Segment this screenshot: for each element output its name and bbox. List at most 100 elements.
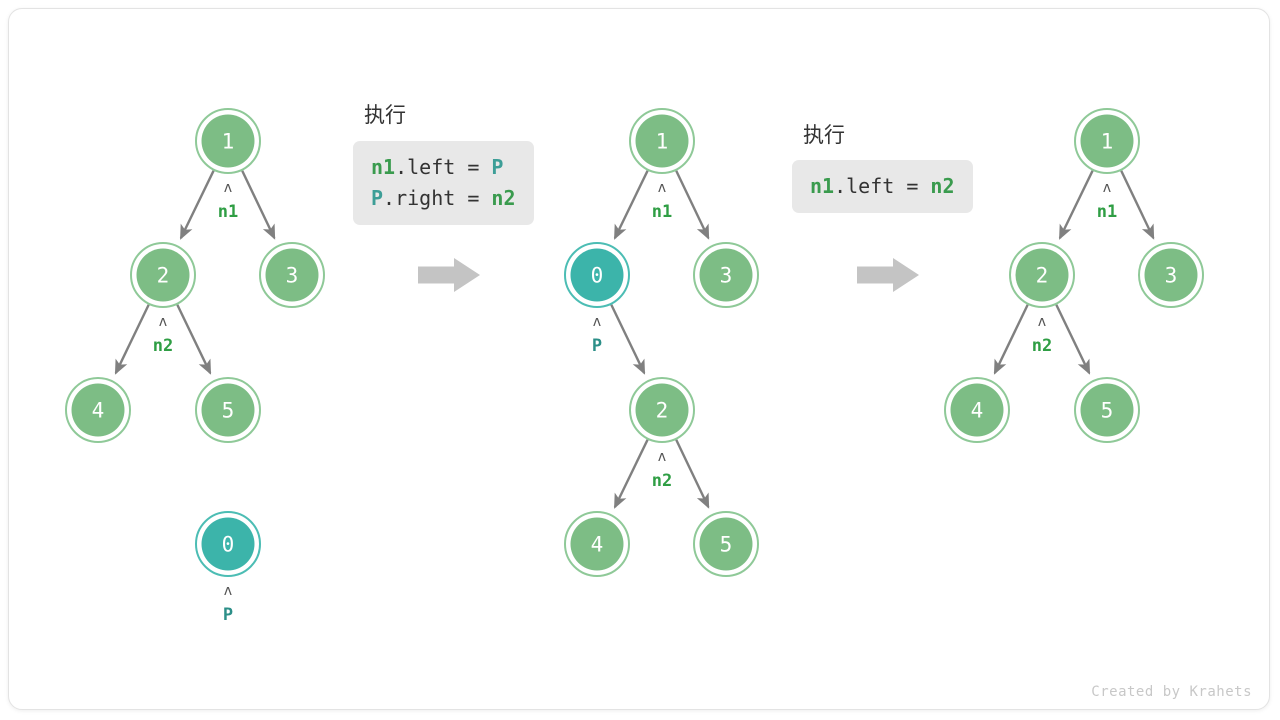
node-circle [1080,383,1134,437]
node-circle [201,517,255,571]
pointer-label-group: ʌn2 [652,449,672,491]
tree-edge [1058,170,1094,240]
node-value: 5 [222,399,235,423]
code-line: P.right = n2 [371,183,516,214]
node-circle [570,248,624,302]
code-token: .left = [834,174,931,198]
node-value: 3 [286,264,299,288]
node-value: 1 [1101,130,1114,154]
node-circle [201,383,255,437]
tree-edge [1120,170,1155,240]
node-outer-ring [564,511,630,577]
code-token: n1 [810,174,835,198]
tree-node: 0 [195,511,261,577]
tree-node: 4 [944,377,1010,443]
node-value: 3 [1165,264,1178,288]
code-token: P [491,155,504,179]
node-circle [635,114,689,168]
tree-node: 5 [693,511,759,577]
node-value: 0 [222,533,235,557]
node-circle [201,114,255,168]
pointer-label-group: ʌ n1 [1097,180,1117,222]
pointer-caret-icon: ʌ [224,180,232,196]
code-snippet: n1.left = n2 [792,160,973,213]
node-value: 3 [720,264,733,288]
node-value: 2 [1036,264,1049,288]
node-outer-ring [629,377,695,443]
tree-edge [613,439,649,509]
node-outer-ring [130,242,196,308]
tree-node: 5 [195,377,261,443]
node-circle [950,383,1004,437]
pointer-caret-icon: ʌ [159,314,167,330]
pointer-caret-icon: ʌ [1038,314,1046,330]
pointer-name: n1 [652,202,672,222]
pointer-name: n2 [1032,336,1052,356]
node-outer-ring [195,108,261,174]
step-transition-arrow-icon [418,258,480,292]
execute-label: 执行 [364,103,406,127]
node-outer-ring [693,511,759,577]
pointer-caret-icon: ʌ [1103,180,1111,196]
node-value: 2 [656,399,669,423]
node-outer-ring [259,242,325,308]
tree-edge [179,170,215,240]
step-transition-arrow-icon [857,258,919,292]
tree-edge [993,304,1029,375]
tree-edge [675,439,710,509]
node-value: 0 [591,264,604,288]
node-circle [1144,248,1198,302]
code-token: n2 [930,174,955,198]
code-line: n1.left = n2 [810,171,955,202]
node-circle [1015,248,1069,302]
tree-node: 4 [564,511,630,577]
tree-node: 4 [65,377,131,443]
tree-edge [610,304,646,375]
code-token: .left = [395,155,492,179]
pointer-name: n1 [1097,202,1117,222]
pointer-caret-icon: ʌ [658,449,666,465]
tree-edge [1055,304,1091,375]
code-token: P [371,186,384,210]
node-circle [699,517,753,571]
tree-edge [176,304,212,375]
node-circle [71,383,125,437]
pointer-caret-icon: ʌ [593,314,601,330]
node-circle [265,248,319,302]
node-outer-ring [195,377,261,443]
node-outer-ring [693,242,759,308]
tree-edge [114,304,150,375]
pointer-name: P [592,336,602,356]
node-value: 1 [222,130,235,154]
pointer-name: n1 [218,202,238,222]
tree-node: 1 [195,108,261,174]
tree-node: 3 [693,242,759,308]
node-outer-ring [1138,242,1204,308]
node-outer-ring [195,511,261,577]
node-value: 1 [656,130,669,154]
pointer-name: P [223,605,233,625]
tree-node: 2 [130,242,196,308]
node-circle [136,248,190,302]
node-outer-ring [1074,108,1140,174]
tree-edge [675,170,710,240]
node-value: 4 [971,399,984,423]
node-value: 5 [720,533,733,557]
pointer-caret-icon: ʌ [224,583,232,599]
tree-edge [613,170,649,240]
pointer-label-group: ʌ n2 [1032,314,1052,356]
node-outer-ring [65,377,131,443]
node-circle [1080,114,1134,168]
code-token: .right = [383,186,492,210]
node-circle [699,248,753,302]
node-outer-ring [1009,242,1075,308]
tree-node: 1 [1074,108,1140,174]
tree-edges [114,170,1155,509]
pointer-caret-icon: ʌ [658,180,666,196]
step-block-arrows [418,258,919,292]
tree-node: 2 [1009,242,1075,308]
pointer-label-group: ʌP [592,314,602,356]
